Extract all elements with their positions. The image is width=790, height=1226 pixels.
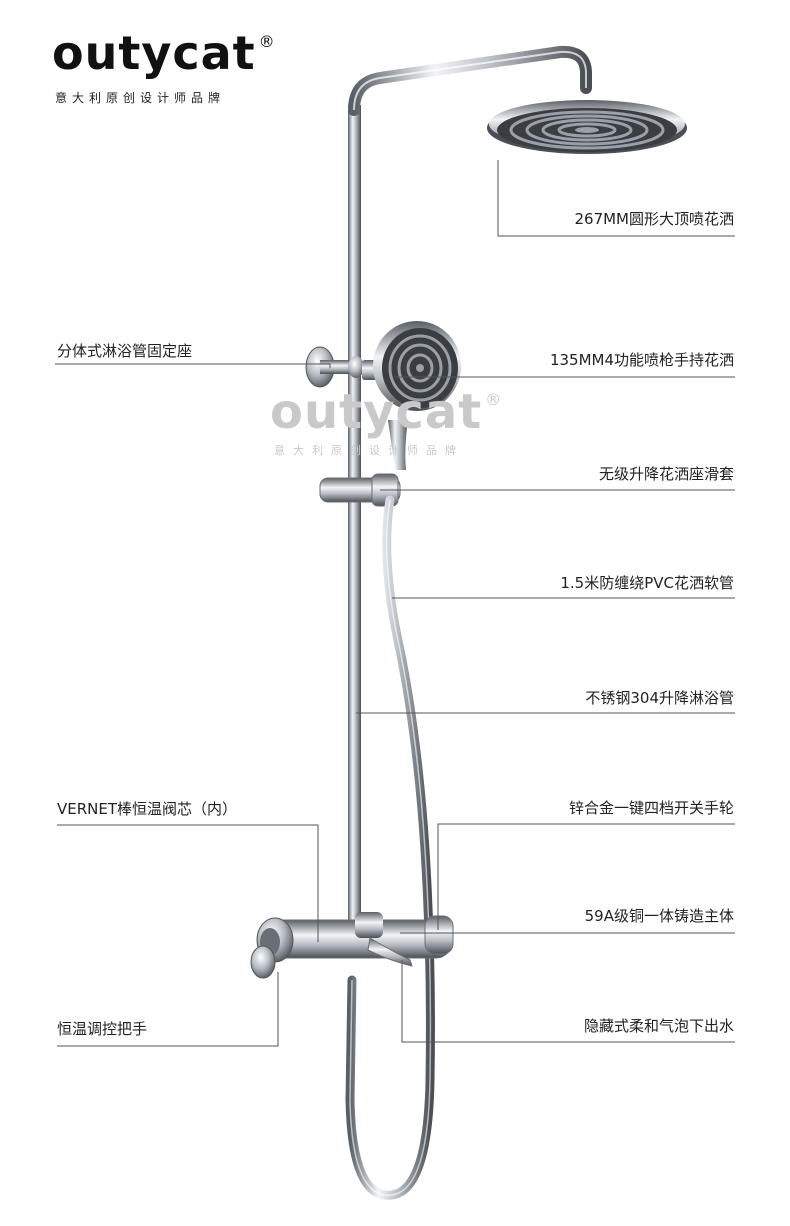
- label-spout: 隐藏式柔和气泡下出水: [583, 1017, 734, 1035]
- label-body: 59A级铜一体铸造主体: [584, 907, 734, 925]
- top-shower-head: [487, 100, 687, 154]
- label-hose: 1.5米防缠绕PVC花洒软管: [560, 574, 734, 592]
- shower-arm: [348, 45, 592, 116]
- brand-logo: outycat®: [52, 30, 275, 76]
- watermark: outycat® 意大利原创设计师品牌: [270, 388, 501, 458]
- watermark-name-text: outycat: [270, 384, 483, 440]
- label-slider: 无级升降花洒座滑套: [598, 465, 734, 483]
- riser-pipe: [348, 105, 361, 940]
- label-hand-shower: 135MM4功能喷枪手持花洒: [549, 351, 734, 369]
- label-diverter-knob: 锌合金一键四档开关手轮: [568, 799, 734, 817]
- label-valve-core: VERNET棒恒温阀芯（内）: [57, 800, 238, 818]
- brand-name: outycat: [52, 26, 256, 80]
- hand-shower: [373, 321, 461, 470]
- label-temp-handle: 恒温调控把手: [57, 1020, 148, 1038]
- thermostatic-mixer-body: [250, 912, 454, 979]
- registered-mark: ®: [258, 32, 276, 51]
- leader-lines: [55, 160, 735, 1047]
- watermark-tagline: 意大利原创设计师品牌: [274, 444, 464, 457]
- label-top-shower: 267MM圆形大顶喷花洒: [574, 210, 734, 228]
- brand-tagline: 意大利原创设计师品牌: [55, 91, 226, 105]
- watermark-name: outycat®: [270, 388, 501, 436]
- watermark-registered-mark: ®: [485, 390, 503, 409]
- label-riser-pipe: 不锈钢304升降淋浴管: [585, 689, 734, 707]
- shower-hose: [345, 495, 435, 1200]
- label-wall-mount: 分体式淋浴管固定座: [57, 342, 193, 360]
